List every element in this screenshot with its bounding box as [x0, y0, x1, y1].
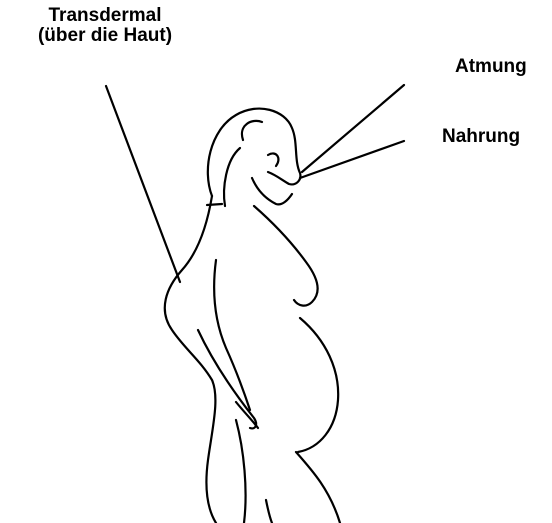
pointer-line-transdermal	[106, 86, 180, 282]
hair-tip	[207, 204, 222, 205]
hair-back	[224, 148, 240, 206]
ear	[268, 153, 278, 166]
arm-lower	[198, 330, 256, 428]
thigh-line	[266, 500, 272, 523]
lower-belly	[296, 452, 340, 523]
hair-strand	[242, 121, 262, 140]
chest-outline	[254, 206, 318, 306]
belly-outline	[298, 318, 338, 452]
back-outline	[165, 196, 216, 523]
hand	[236, 402, 258, 428]
hip-line	[236, 420, 246, 523]
